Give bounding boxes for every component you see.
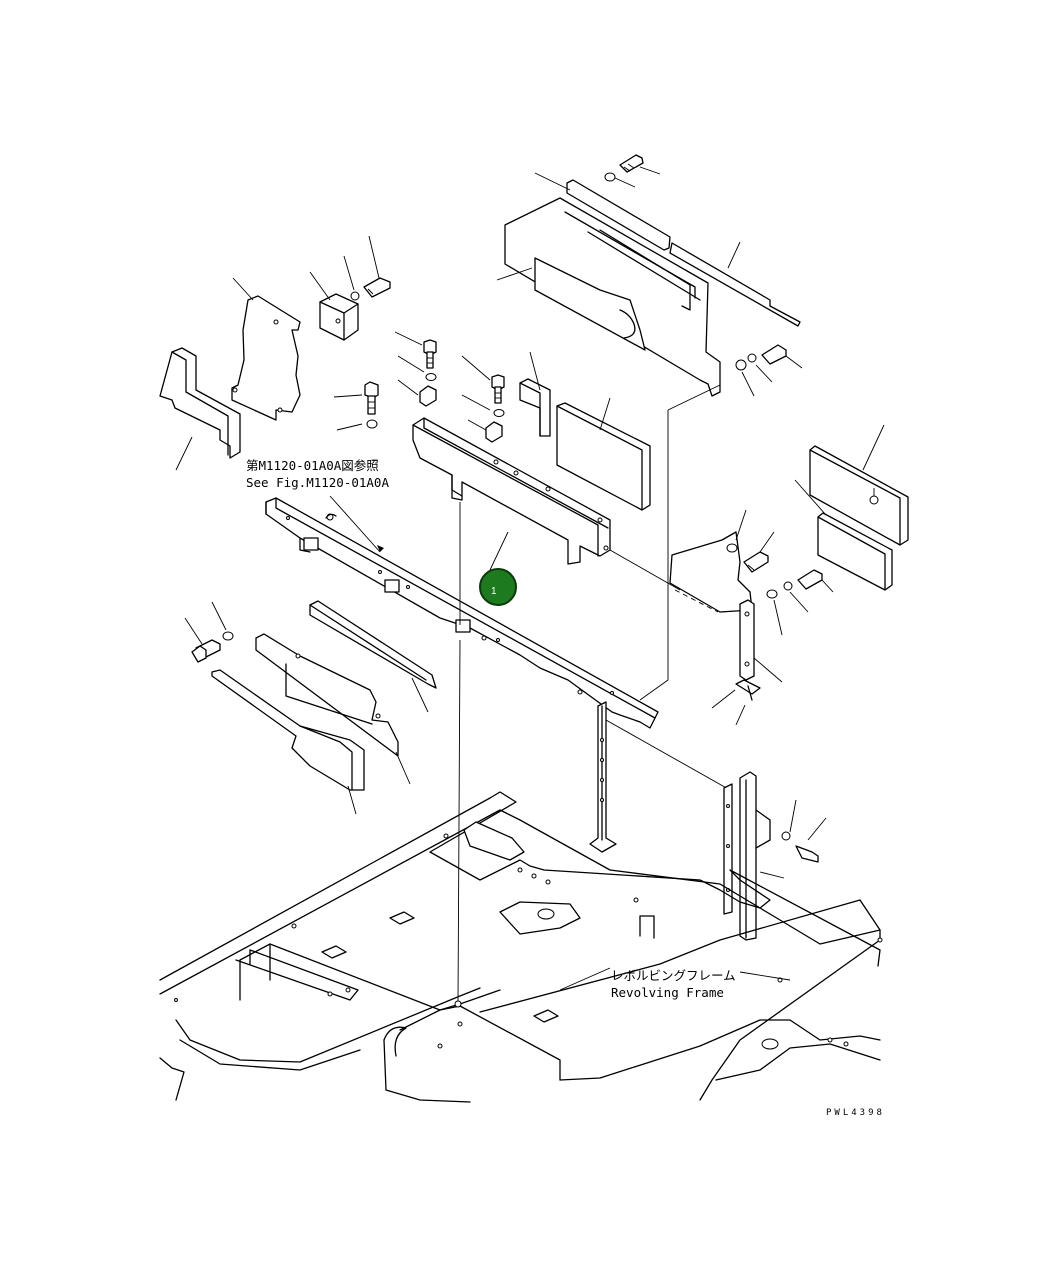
reference-note-jp: 第M1120-01A0A図参照 — [246, 458, 379, 473]
frame-label-jp: レボルビングフレーム — [611, 968, 736, 983]
lower-left-parts — [184, 600, 437, 815]
callout-1[interactable]: 1 — [479, 568, 517, 606]
top-cover-assembly — [496, 154, 803, 701]
frame-label-en: Revolving Frame — [611, 985, 724, 1000]
bolt-mid-left — [333, 381, 379, 431]
main-bracket — [412, 417, 681, 591]
pad-upper-middle — [519, 351, 551, 437]
bolt-mid-center — [394, 331, 437, 407]
reference-note: 第M1120-01A0A図参照 See Fig.M1120-01A0A — [246, 458, 389, 490]
left-side-pad — [159, 347, 241, 471]
bolt-cover-right — [735, 344, 803, 397]
bolt-top-right — [604, 154, 644, 182]
reference-note-en: See Fig.M1120-01A0A — [246, 475, 389, 490]
callout-badge[interactable] — [479, 568, 517, 606]
frame-label: レボルビングフレーム Revolving Frame — [611, 968, 736, 1000]
left-bracket-plate — [231, 277, 301, 421]
pad-right-lower — [794, 479, 893, 591]
callout-number: 1 — [491, 586, 497, 597]
pad-large-middle — [556, 397, 651, 511]
revolving-frame — [159, 791, 883, 1103]
bolt-upper-left — [343, 235, 391, 301]
right-bracket — [669, 509, 834, 726]
drawing-code: PWL4398 — [826, 1108, 885, 1118]
pad-right-upper — [809, 424, 909, 546]
block-spacer — [309, 271, 359, 341]
right-vertical-strips — [723, 771, 827, 941]
vertical-stand — [589, 701, 731, 853]
bolt-mid-right — [461, 355, 505, 443]
long-beam — [265, 495, 659, 1003]
